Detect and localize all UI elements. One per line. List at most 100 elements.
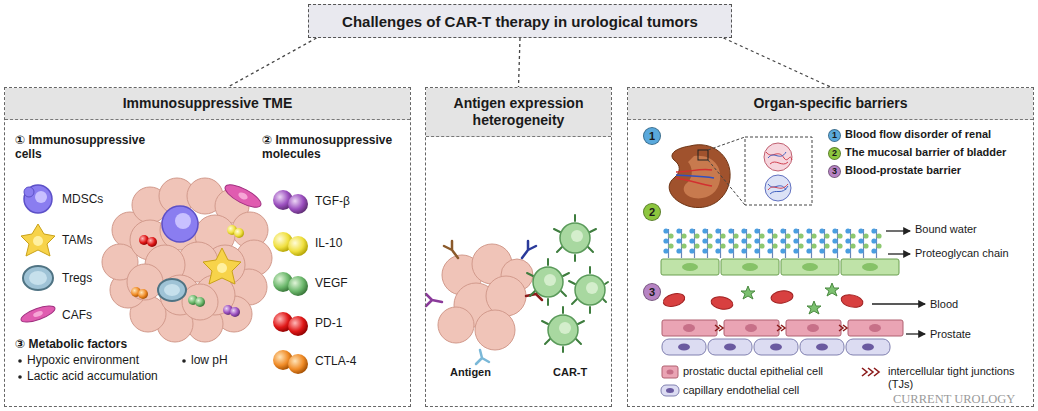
panel-heading: Immunosuppressive TME bbox=[5, 88, 410, 120]
kidney bbox=[676, 175, 714, 178]
molecules-in-tumor bbox=[195, 297, 205, 307]
legend-samples bbox=[666, 388, 674, 393]
car-t-cells bbox=[527, 215, 608, 352]
text-label: TGF-β bbox=[315, 194, 350, 208]
text-label: ② Immunosuppressive molecules bbox=[262, 133, 404, 162]
car-t-cells bbox=[554, 215, 596, 261]
caf-cell bbox=[222, 180, 264, 211]
text-label: Blood bbox=[930, 298, 958, 311]
text-label: PD-1 bbox=[315, 316, 342, 330]
dashed-connector bbox=[724, 38, 831, 87]
bladder-mucosa bbox=[888, 253, 910, 254]
bullets bbox=[18, 359, 22, 363]
blood-prostate-barrier bbox=[862, 344, 874, 351]
molecules-in-tumor bbox=[230, 307, 240, 317]
blood-prostate-barrier bbox=[678, 344, 874, 351]
text-label: IL-10 bbox=[315, 236, 342, 250]
legend-samples bbox=[661, 385, 679, 396]
text-label: Blood-prostate barrier bbox=[845, 164, 961, 177]
text-label: Prostate bbox=[930, 328, 971, 341]
antigen-tumor bbox=[438, 307, 474, 343]
blood-prostate-barrier bbox=[848, 320, 903, 336]
molecules-in-tumor bbox=[138, 289, 148, 299]
blood-prostate-barrier bbox=[777, 325, 785, 331]
tam-cell bbox=[203, 248, 241, 284]
blood-prostate-barrier bbox=[662, 320, 717, 336]
text-label: Antigen bbox=[450, 366, 491, 379]
car-t-cells bbox=[527, 259, 569, 305]
legend-samples bbox=[667, 370, 674, 375]
blood-prostate-barrier bbox=[800, 339, 844, 355]
dashed-connector bbox=[519, 38, 521, 87]
treg-icon bbox=[29, 271, 47, 285]
text-label: VEGF bbox=[315, 276, 348, 290]
text-label: CAFs bbox=[62, 308, 92, 322]
legend-text: intercellular tight junctions (TJs) bbox=[888, 365, 1034, 391]
mdsc-icon bbox=[24, 187, 34, 197]
kidney bbox=[708, 137, 745, 150]
treg-icon bbox=[23, 266, 53, 290]
ctla4-molecule bbox=[273, 350, 308, 374]
antigens bbox=[426, 241, 542, 364]
blood-prostate-barrier bbox=[741, 283, 839, 314]
blood-prostate-barrier bbox=[678, 344, 690, 351]
bladder-mucosa bbox=[662, 226, 883, 258]
text-label: Hypoxic environment bbox=[27, 353, 139, 367]
callout-number: 1 bbox=[828, 129, 841, 142]
car-t-cells bbox=[560, 223, 590, 253]
tumor-mass bbox=[102, 178, 272, 342]
kidney bbox=[768, 184, 788, 194]
mdsc-cell bbox=[162, 206, 198, 242]
text-label: MDSCs bbox=[62, 192, 103, 206]
blood-prostate-barrier bbox=[846, 339, 890, 355]
tgf-molecule bbox=[273, 190, 308, 214]
car-t-cells bbox=[533, 223, 605, 345]
blood-prostate-barrier bbox=[710, 295, 734, 311]
car-t-cells bbox=[544, 230, 598, 334]
legend-samples bbox=[662, 366, 678, 378]
caf-cell bbox=[222, 180, 264, 211]
kidney bbox=[765, 175, 791, 201]
blood-prostate-barrier bbox=[816, 344, 828, 351]
car-t-cells bbox=[559, 322, 571, 334]
legend-text: capillary endothelial cell bbox=[683, 384, 799, 397]
blood-prostate-barrier bbox=[745, 324, 757, 332]
blood-prostate-barrier bbox=[770, 344, 782, 351]
tam-cell bbox=[217, 263, 227, 273]
text-label: low pH bbox=[191, 353, 228, 367]
kidney bbox=[768, 184, 788, 190]
blood-prostate-barrier bbox=[906, 333, 925, 334]
text-label: ① Immunosuppressive cells bbox=[15, 133, 155, 162]
vegf-molecule bbox=[288, 276, 308, 296]
blood-prostate-barrier bbox=[683, 324, 881, 332]
blood-prostate-barrier bbox=[715, 325, 847, 331]
caf-icon bbox=[19, 303, 57, 326]
blood-prostate-barrier bbox=[770, 290, 793, 305]
callout-number: 2 bbox=[828, 147, 841, 160]
pd1-molecule bbox=[288, 316, 308, 336]
text-label: Bound water bbox=[915, 223, 977, 236]
legend-text: prostatic ductal epithelial cell bbox=[683, 365, 823, 378]
antigens bbox=[444, 241, 458, 258]
text-label: The mucosal barrier of bladder bbox=[845, 146, 1006, 159]
kidney bbox=[768, 152, 786, 158]
kidney bbox=[708, 160, 745, 205]
blood-prostate-barrier bbox=[786, 320, 841, 336]
watermark: CURRENT UROLOGY bbox=[893, 392, 1015, 407]
blood-prostate-barrier bbox=[807, 301, 821, 314]
molecules-in-tumor bbox=[131, 225, 244, 317]
text-label: CTLA-4 bbox=[315, 354, 356, 368]
blood-prostate-barrier bbox=[869, 324, 881, 332]
blood-prostate-barrier bbox=[839, 325, 847, 331]
text-label: Proteoglycan chain bbox=[915, 247, 1009, 260]
tam-icon bbox=[33, 236, 43, 246]
callout-number: 3 bbox=[643, 283, 661, 301]
antigens bbox=[476, 350, 489, 364]
text-label: ③ Metabolic factors bbox=[15, 337, 127, 351]
blood-prostate-barrier bbox=[754, 339, 798, 355]
callout-number: 2 bbox=[643, 203, 661, 221]
kidney bbox=[766, 152, 792, 164]
bullets bbox=[18, 375, 22, 379]
